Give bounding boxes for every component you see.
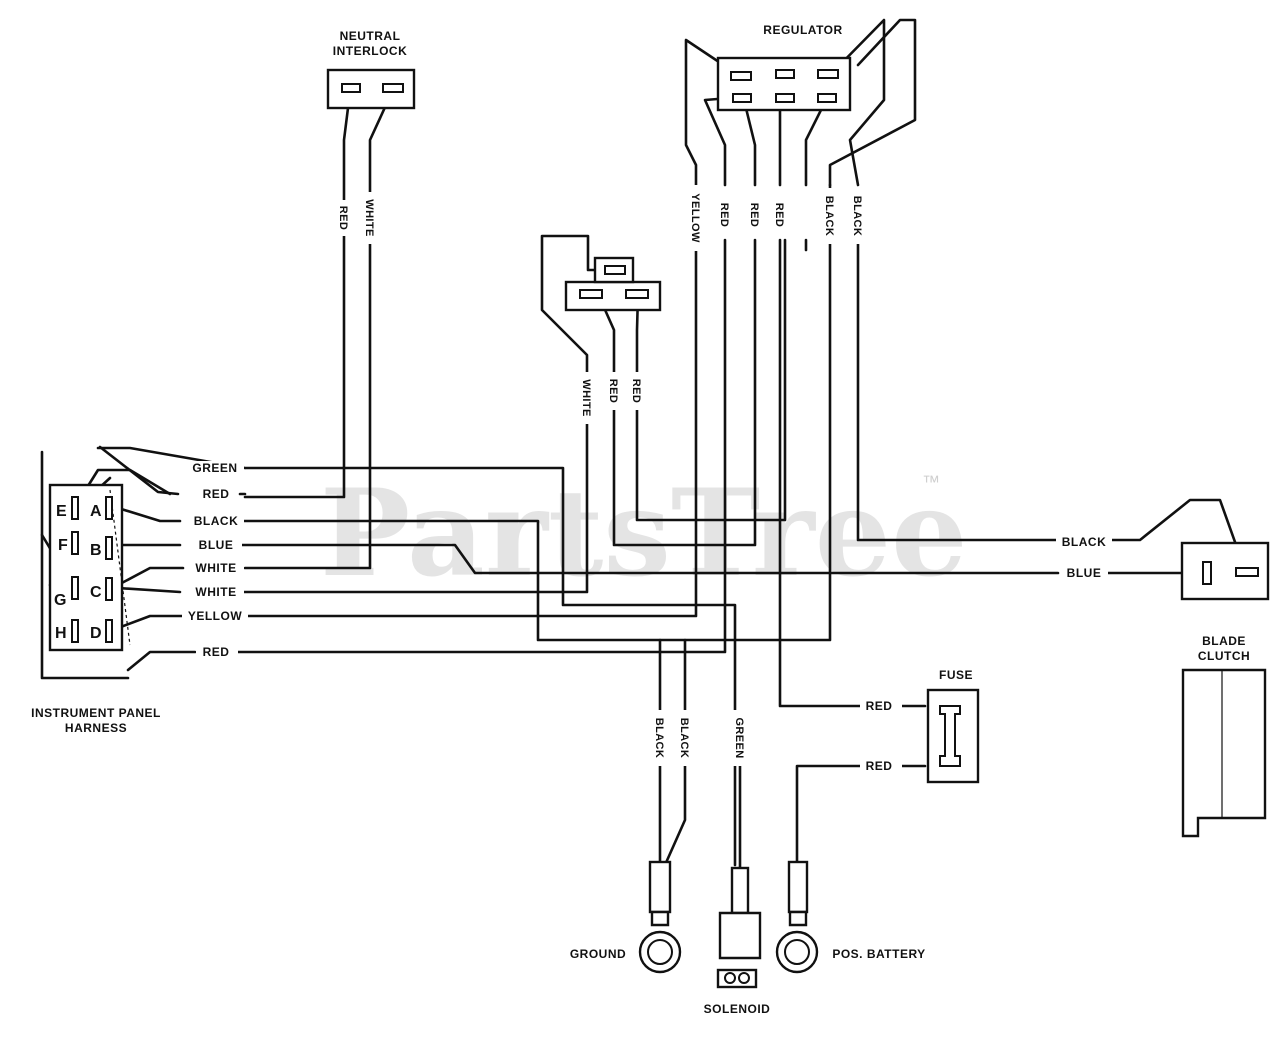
pin-h: H [55,625,67,642]
label-pos-battery: POS. BATTERY [832,947,925,961]
pin-c: C [90,584,102,601]
wire-green-to-pin [98,445,247,496]
wire-label-yellow: YELLOW [188,609,243,623]
label-solenoid: SOLENOID [704,1002,771,1016]
wire-fuse-red-battery [795,764,927,867]
label-neutral-interlock-1: NEUTRAL [340,29,401,43]
wire-label-lower-black-2: BLACK [678,718,690,759]
wire-reg-yellow [684,38,742,187]
wire-reg-black-2 [828,18,886,187]
label-ground: GROUND [570,947,626,961]
label-blade: BLADE [1202,634,1246,648]
switch-connector [564,256,662,312]
blade-clutch-connector [1180,541,1270,601]
wire-black-harness [116,183,832,642]
solenoid-terminal [716,866,762,989]
wire-label-red-1: RED [203,487,230,501]
vertical-wire-labels: RED WHITE WHITE RED RED YELLOW RED RED R… [337,185,865,766]
wire-label-switch-red-2: RED [630,379,642,403]
pos-battery-terminal [775,860,819,974]
wire-label-switch-red-1: RED [607,379,619,403]
wire-black-ground-2 [663,638,687,867]
wire-red-bottom [126,238,727,672]
wire-reg-red-2 [742,98,757,187]
harness-loop [40,450,130,680]
wire-label-reg-black-2: BLACK [851,196,863,237]
wire-label-fuse-red-2: RED [866,759,893,773]
pin-g: G [54,592,66,609]
wire-label-switch-white: WHITE [580,379,592,416]
wire-reg-loop [828,18,917,187]
neutral-interlock-connector [326,68,416,110]
label-instrument-panel: INSTRUMENT PANEL [31,706,161,720]
wire-label-reg-black-1: BLACK [823,196,835,237]
wire-label-black: BLACK [194,514,239,528]
pin-a: A [90,503,102,520]
wire-interlock-white [243,90,394,570]
wire-label-fuse-red-1: RED [866,699,893,713]
wire-label-reg-red-3: RED [773,203,785,227]
label-clutch: CLUTCH [1198,649,1250,663]
wire-label-lower-black-1: BLACK [653,718,665,759]
watermark: PartsTree [320,463,967,604]
wire-label-red-2: RED [203,645,230,659]
fuse-holder [926,688,980,784]
wire-label-reg-red-1: RED [718,203,730,227]
label-fuse: FUSE [939,668,973,682]
label-regulator: REGULATOR [763,23,842,37]
wire-label-interlock-red: RED [337,206,349,230]
wire-label-blue: BLUE [199,538,234,552]
wire-label-clutch-black: BLACK [1062,535,1107,549]
wire-interlock-red [243,90,352,499]
wire-yellow [116,248,698,630]
wire-label-clutch-blue: BLUE [1067,566,1102,580]
wire-label-white-2: WHITE [195,585,236,599]
wire-label-reg-red-2: RED [748,203,760,227]
label-neutral-interlock-2: INTERLOCK [333,44,408,58]
pin-e: E [56,503,67,520]
pin-f: F [58,537,68,554]
wire-switch-white [540,234,610,374]
wire-white-2 [116,418,589,594]
wires [40,18,1247,870]
label-harness: HARNESS [65,721,127,735]
wire-label-lower-green: GREEN [733,717,745,758]
wire-reg-black-2-down [856,238,1247,572]
harness-wire-labels: GREEN RED BLACK BLUE WHITE WHITE YELLOW … [182,461,248,659]
wire-reg-black-1 [804,98,828,252]
regulator-connector [716,56,852,112]
instrument-panel-harness-connector [48,483,131,652]
ground-terminal [638,860,682,974]
watermark-trademark: ™ [922,472,940,492]
wire-reg-red-3 [778,98,927,708]
pin-b: B [90,542,102,559]
right-wire-labels: BLACK BLUE RED RED [860,535,1112,773]
wire-label-reg-yellow: YELLOW [689,193,701,243]
wire-label-green: GREEN [192,461,237,475]
pin-d: D [90,625,102,642]
blade-clutch-body [1181,668,1267,838]
wire-white-1 [116,566,185,587]
wire-label-white-1: WHITE [195,561,236,575]
wire-label-interlock-white: WHITE [363,199,375,236]
